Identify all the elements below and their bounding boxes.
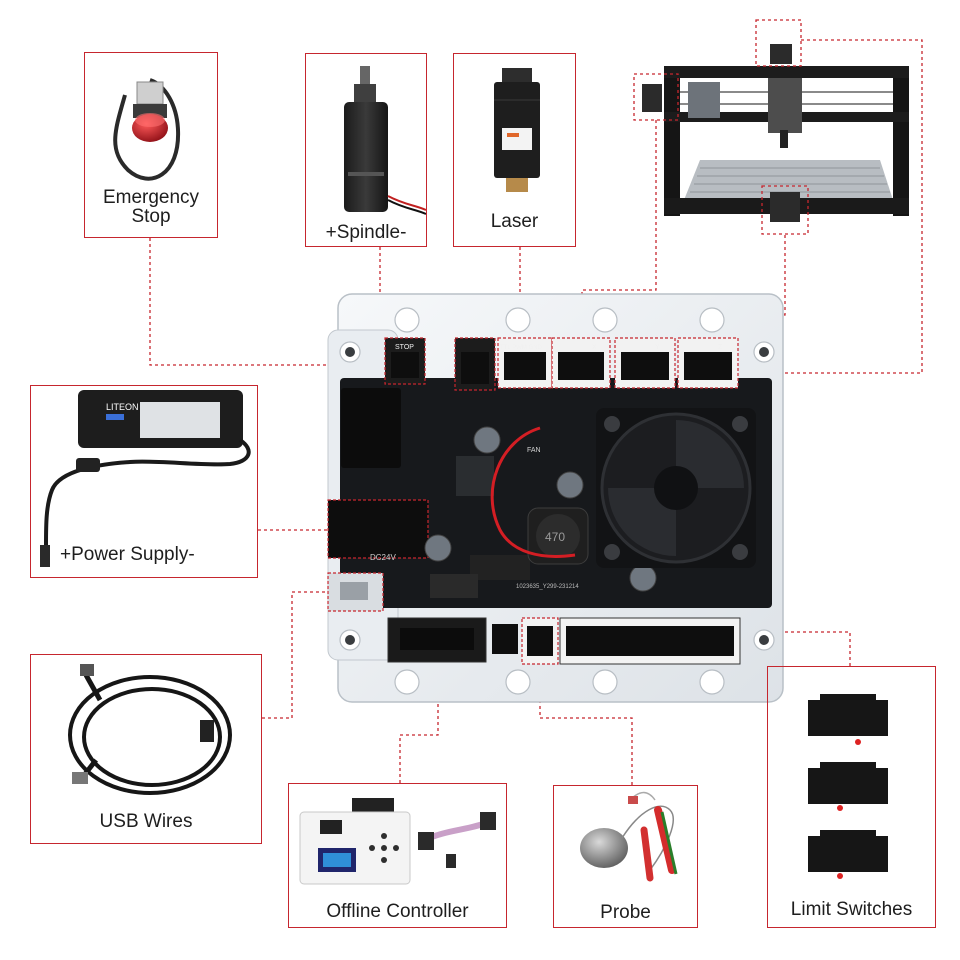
laser-box <box>453 53 576 247</box>
limit-switch-2 <box>808 762 888 811</box>
emergency-stop-icon <box>113 78 181 181</box>
fan-wire <box>490 426 576 558</box>
port-label-z: Z <box>718 344 723 351</box>
limit-switches-icon <box>808 694 888 879</box>
dc-input-label: DC24V <box>370 553 396 562</box>
dc-jack <box>327 499 429 559</box>
line-offline <box>399 660 439 783</box>
usb-wires-label: USB Wires <box>99 811 193 832</box>
line-x-motor <box>581 120 657 340</box>
fan-label: FAN <box>527 447 541 454</box>
usb-wires-icon <box>68 673 232 795</box>
line-z-motor <box>738 39 923 374</box>
pcb-id: 1023635_Y299-231214 <box>516 584 579 590</box>
spindle-icon <box>344 66 427 215</box>
line-emergency-stop <box>149 238 385 366</box>
port-label-y: Y <box>655 344 660 351</box>
probe-icon <box>580 791 678 882</box>
x-motor-callout <box>633 73 679 121</box>
power-supply-icon: LITEON <box>40 390 251 567</box>
ferrite-bead <box>200 720 214 742</box>
probe-label: Probe <box>600 902 651 923</box>
spindle-label: +Spindle- <box>325 222 407 243</box>
y-motor-callout <box>761 185 809 235</box>
power-supply-label: +Power Supply- <box>60 544 195 565</box>
power-supply-box <box>30 385 258 578</box>
offline-controller-box <box>288 783 507 928</box>
limit-switch-3 <box>808 830 888 879</box>
laser-icon <box>494 68 540 192</box>
usb-wires-box <box>30 654 262 844</box>
laser-label: Laser <box>490 211 539 232</box>
inductor-label: 470 <box>545 530 565 544</box>
limit-switch-1 <box>808 694 888 745</box>
bottom-connectors <box>387 617 741 665</box>
offline-controller-icon <box>299 798 496 885</box>
motor-callouts <box>633 19 809 235</box>
port-label-laser: TTL PWM GND <box>500 345 542 351</box>
cnc-machine-icon <box>642 44 909 222</box>
controller-board: STOP TTL PWM GND X Y Z DC24V 470 <box>327 293 784 703</box>
power-brand: LITEON <box>106 402 139 412</box>
limit-switches-label: Limit Switches <box>790 899 913 920</box>
emergency-stop-box <box>84 52 218 238</box>
usb-plug-b <box>72 772 88 784</box>
usb-plug-a <box>80 664 94 676</box>
limit-switches-box <box>767 666 936 928</box>
probe-box <box>553 785 698 928</box>
offline-controller-label: Offline Controller <box>326 901 469 922</box>
port-label-stop: STOP <box>395 344 414 351</box>
port-label-x: X <box>592 344 597 351</box>
spindle-box <box>305 53 427 247</box>
z-motor-callout <box>755 19 802 67</box>
line-usb <box>262 591 328 719</box>
